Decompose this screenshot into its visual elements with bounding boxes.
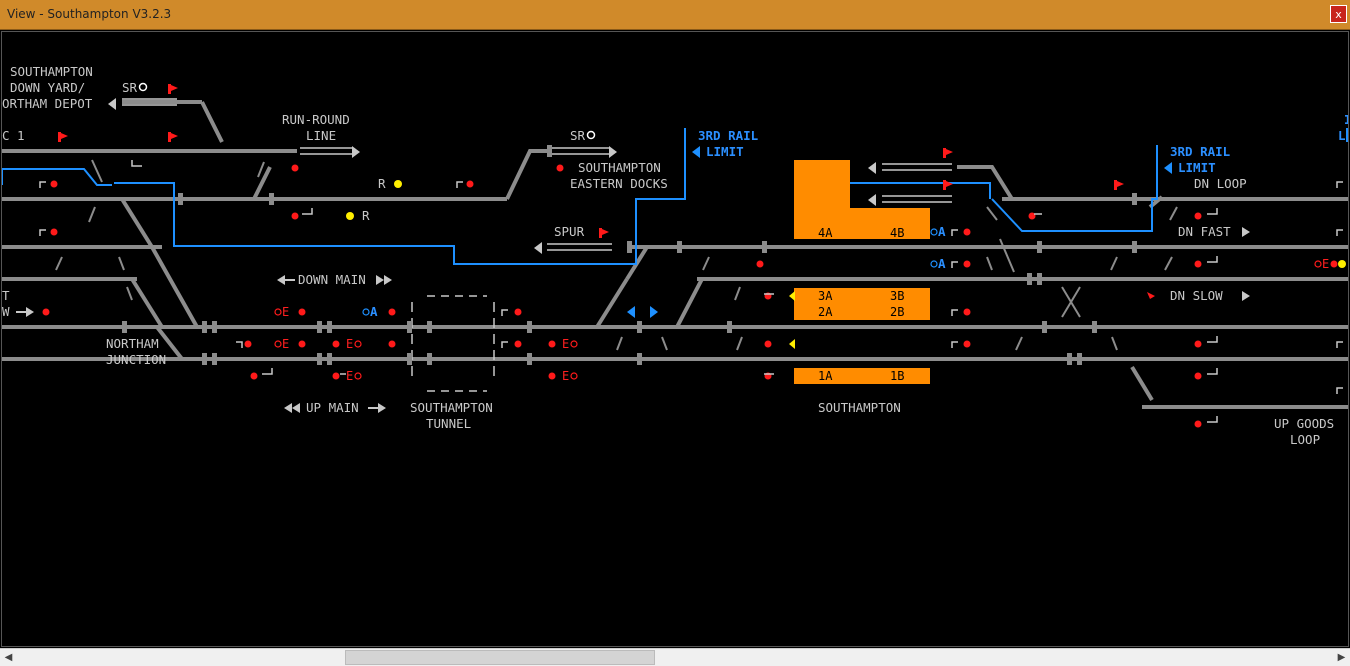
platform-3a: 3A	[818, 289, 833, 303]
direction-arrows	[627, 146, 1172, 318]
track-lines	[2, 100, 1348, 409]
label-down-yard-2: DOWN YARD/	[10, 80, 85, 95]
window-titlebar: View - Southampton V3.2.3 x	[0, 0, 1350, 30]
sig-e-4: E	[346, 369, 353, 383]
sig-e-6: E	[562, 369, 569, 383]
label-arrows	[16, 227, 1250, 413]
label-dn-fast: DN FAST	[1178, 224, 1231, 239]
sig-e-2: E	[282, 337, 289, 351]
platforms	[794, 160, 930, 384]
label-3rd-rail-edge-1: I	[1344, 112, 1348, 127]
label-tunnel-2: TUNNEL	[426, 416, 471, 431]
label-edge-w: W	[2, 304, 10, 319]
signals-red[interactable]	[42, 164, 1338, 428]
sig-a-2: A	[938, 256, 946, 271]
route-arrows	[108, 98, 876, 254]
label-up-goods-1: UP GOODS	[1274, 416, 1334, 431]
platform-1	[794, 368, 930, 384]
label-northam-2: JUNCTION	[106, 352, 166, 367]
label-eastern-docks-1: SOUTHAMPTON	[578, 160, 661, 175]
label-run-round-1: RUN-ROUND	[282, 112, 350, 127]
scroll-right-icon[interactable]: ▶	[1337, 652, 1346, 663]
sig-a-3: A	[370, 304, 378, 319]
label-down-yard-3: ORTHAM DEPOT	[2, 96, 93, 111]
signals-yellow[interactable]	[346, 180, 1346, 349]
third-rail-lines	[2, 128, 1348, 265]
platform-1a: 1A	[818, 369, 833, 383]
track-joints	[122, 145, 1137, 365]
crossover-ticks	[55, 159, 1178, 351]
label-down-yard-1: SOUTHAMPTON	[10, 64, 93, 79]
track-diagram: 4A 4B 3A 3B 2A 2B 1A 1B	[2, 64, 1348, 447]
label-3rd-rail-2b: LIMIT	[1178, 160, 1216, 175]
label-sr-left: SR	[122, 80, 138, 95]
platform-2b: 2B	[890, 305, 904, 319]
horizontal-scrollbar[interactable]: ◀ ▶	[0, 648, 1350, 666]
sr-discs	[138, 82, 596, 140]
label-southampton: SOUTHAMPTON	[818, 400, 901, 415]
label-dn-slow: DN SLOW	[1170, 288, 1223, 303]
sig-a-discs	[362, 228, 938, 316]
signals-flag[interactable]	[58, 84, 1155, 299]
label-up-goods-2: LOOP	[1290, 432, 1320, 447]
sig-a-1: A	[938, 224, 946, 239]
label-sr-right: SR	[570, 128, 586, 143]
label-edge-t: T	[2, 288, 10, 303]
label-run-round-2: LINE	[306, 128, 336, 143]
sig-e-1: E	[282, 305, 289, 319]
sig-e-3: E	[346, 337, 353, 351]
platform-3b: 3B	[890, 289, 904, 303]
label-tunnel-1: SOUTHAMPTON	[410, 400, 493, 415]
label-dn-loop: DN LOOP	[1194, 176, 1247, 191]
label-r2: R	[362, 208, 370, 223]
siding-lines	[122, 98, 952, 392]
sig-e-7: E	[1322, 257, 1329, 271]
window-title: View - Southampton V3.2.3	[7, 7, 172, 21]
label-spur: SPUR	[554, 224, 585, 239]
platform-4b: 4B	[890, 226, 904, 240]
scroll-left-icon[interactable]: ◀	[4, 652, 13, 663]
label-r1: R	[378, 176, 386, 191]
close-button[interactable]: x	[1330, 5, 1347, 23]
sig-e-5: E	[562, 337, 569, 351]
platform-2-3	[794, 288, 930, 320]
platform-2a: 2A	[818, 305, 833, 319]
label-3rd-rail-1a: 3RD RAIL	[698, 128, 759, 143]
scrollbar-thumb[interactable]	[345, 650, 655, 665]
label-down-main: DOWN MAIN	[298, 272, 366, 287]
label-eastern-docks-2: EASTERN DOCKS	[570, 176, 668, 191]
platform-1b: 1B	[890, 369, 904, 383]
label-3rd-rail-1b: LIMIT	[706, 144, 744, 159]
label-3rd-rail-edge-2: LI	[1338, 128, 1348, 143]
label-northam-1: NORTHAM	[106, 336, 159, 351]
label-3rd-rail-2a: 3RD RAIL	[1170, 144, 1231, 159]
signal-posts	[39, 160, 1343, 423]
label-up-main: UP MAIN	[306, 400, 359, 415]
signal-box-panel: 4A 4B 3A 3B 2A 2B 1A 1B	[1, 31, 1349, 647]
sig-e-discs	[274, 260, 1322, 380]
label-c1: C 1	[2, 128, 25, 143]
platform-4a: 4A	[818, 226, 833, 240]
platform-4	[794, 160, 930, 239]
